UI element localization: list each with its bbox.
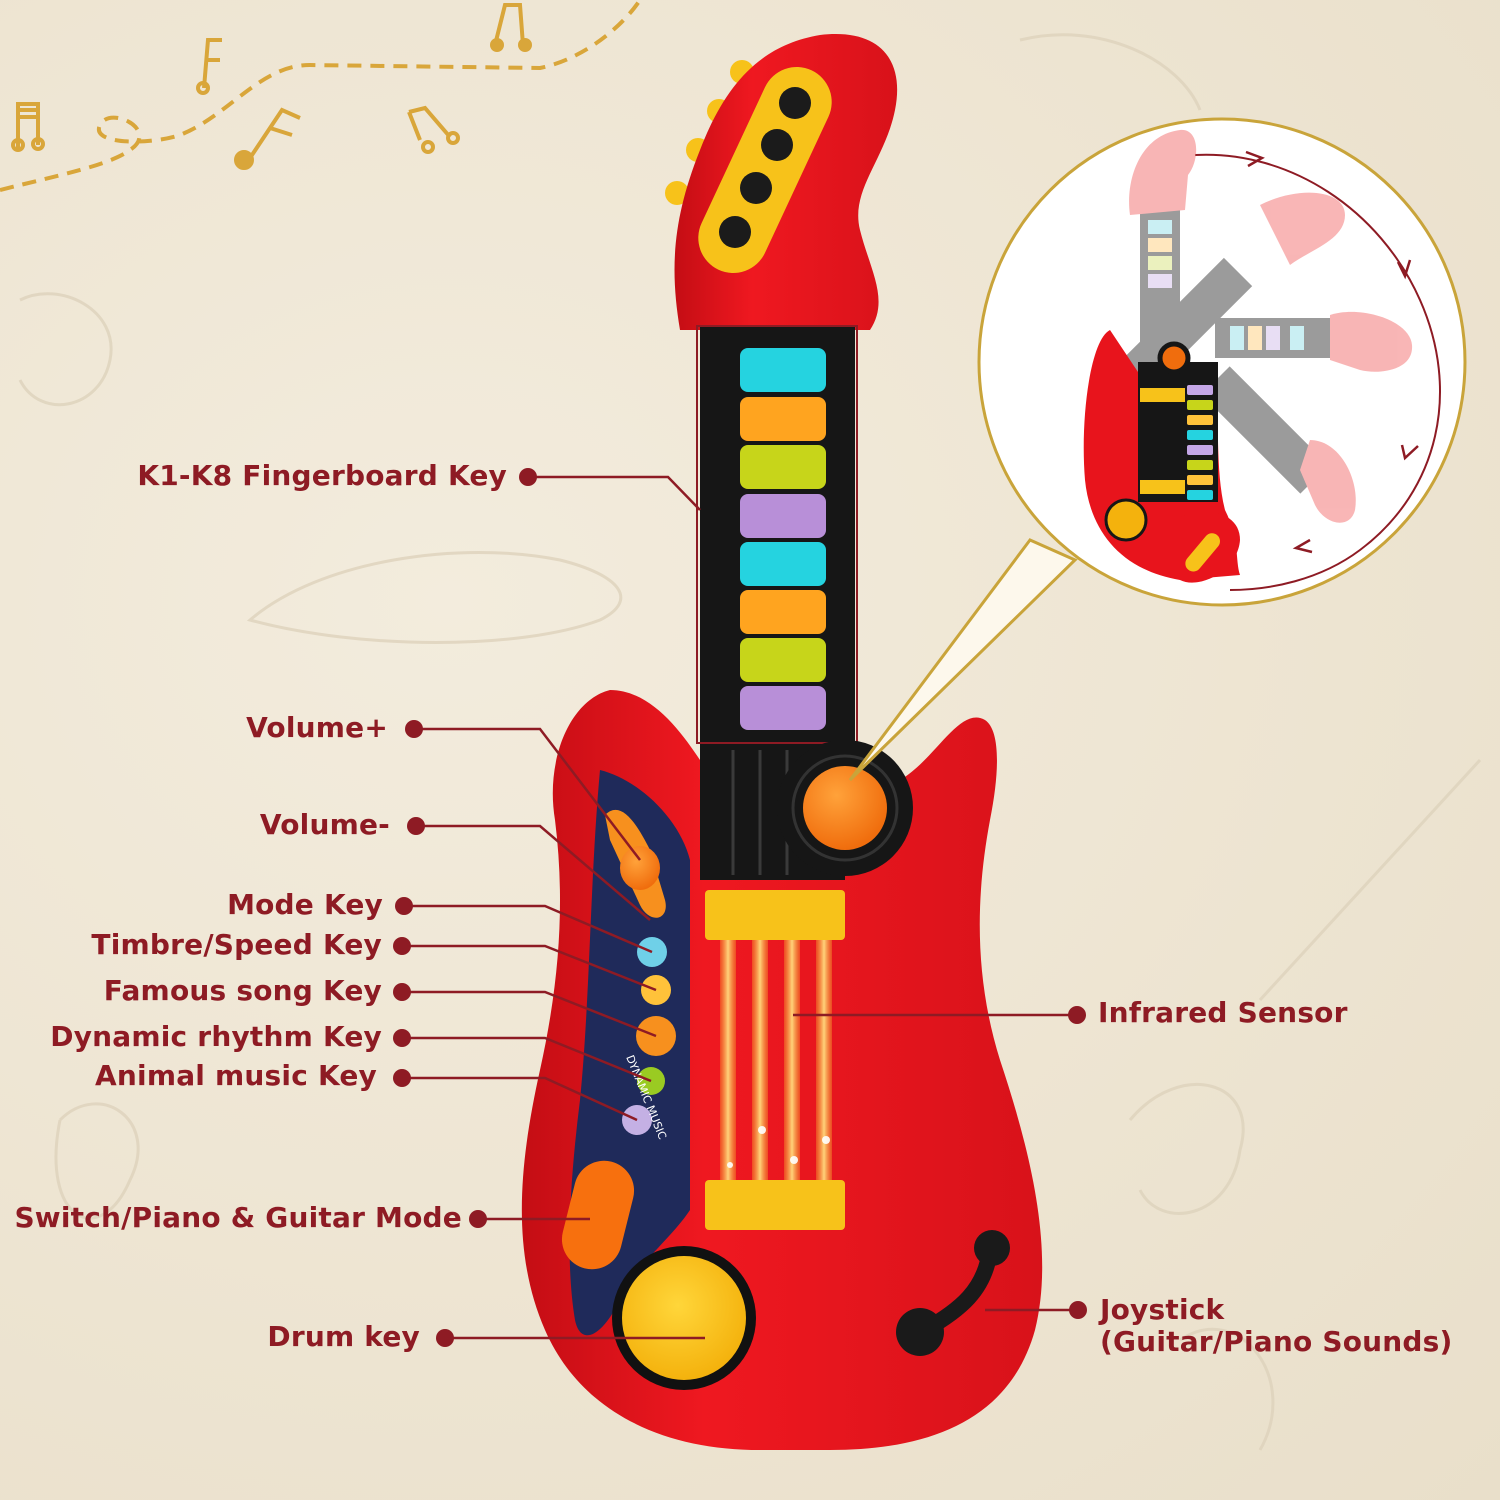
rotation-knob <box>803 766 887 850</box>
callout-timbre-speed-key: Timbre/Speed Key <box>91 928 382 961</box>
callout-mode-key: Mode Key <box>227 888 383 921</box>
tuning-pegs <box>719 87 811 248</box>
callout-dots <box>393 468 1087 1347</box>
fingerboard-keys <box>740 348 826 730</box>
callout-volume-plus: Volume+ <box>246 711 388 744</box>
guitar-body: DYNAMIC MUSIC <box>521 690 1043 1450</box>
callout-fingerboard-key: K1-K8 Fingerboard Key <box>137 459 507 492</box>
callout-switch-mode: Switch/Piano & Guitar Mode <box>14 1201 462 1234</box>
callout-drum-key: Drum key <box>267 1320 420 1353</box>
guitar-headstock <box>665 34 898 331</box>
music-notes-decoration <box>0 0 642 192</box>
rotation-inset <box>848 117 1467 782</box>
joystick-knob-top <box>974 1230 1010 1266</box>
joystick-knob-bottom <box>896 1308 944 1356</box>
inset-keys <box>1187 385 1213 500</box>
callout-infrared-sensor: Infrared Sensor <box>1098 996 1348 1029</box>
infrared-sensor-tubes <box>720 940 832 1180</box>
callout-animal-music-key: Animal music Key <box>95 1059 377 1092</box>
drum-pad <box>622 1256 746 1380</box>
callout-famous-song-key: Famous song Key <box>103 974 382 1007</box>
leader-lines <box>402 475 1078 1340</box>
background-sketches <box>18 33 1482 1451</box>
callout-dynamic-rhythm-key: Dynamic rhythm Key <box>50 1020 382 1053</box>
callout-joystick: Joystick (Guitar/Piano Sounds) <box>1100 1293 1453 1358</box>
callout-volume-minus: Volume- <box>259 808 390 841</box>
